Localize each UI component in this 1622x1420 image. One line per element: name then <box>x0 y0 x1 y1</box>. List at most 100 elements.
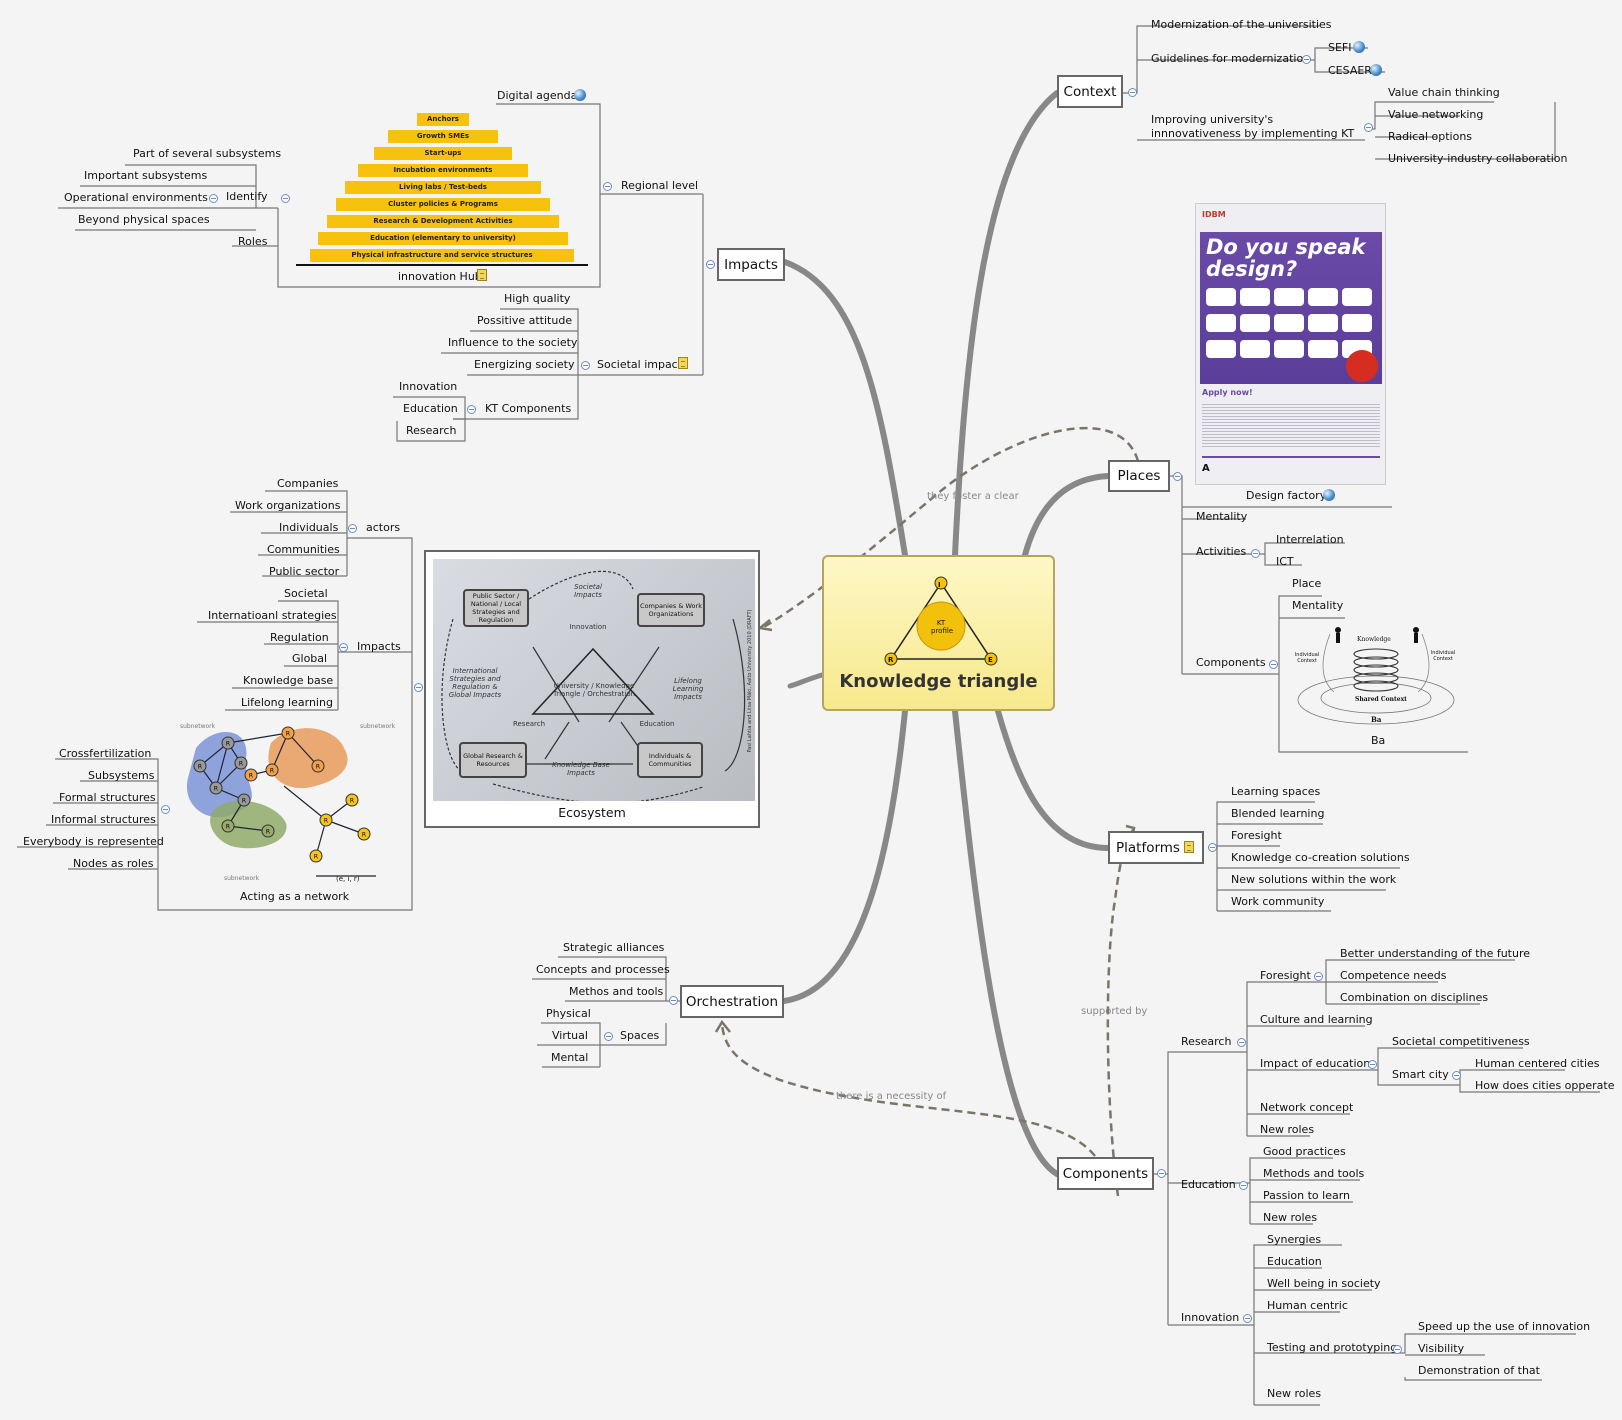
collapse-identify-icon[interactable] <box>209 194 218 203</box>
relation-necessity-label[interactable]: there is a necessity of <box>836 1091 947 1102</box>
topic-identify[interactable]: Identify <box>226 190 268 203</box>
topic-lifelong[interactable]: Lifelong learning <box>241 696 333 709</box>
topic-concepts[interactable]: Concepts and processes <box>536 963 670 976</box>
collapse-kt-components-icon[interactable] <box>467 405 476 414</box>
topic-positive[interactable]: Possitive attitude <box>477 314 573 327</box>
collapse-orchestration-icon[interactable] <box>669 996 678 1005</box>
topic-research[interactable]: Research <box>406 424 457 437</box>
collapse-smart-city-icon[interactable] <box>1452 1071 1461 1080</box>
topic-work-orgs[interactable]: Work organizations <box>235 499 341 512</box>
topic-roles[interactable]: Roles <box>238 235 268 248</box>
ecosystem-topic[interactable]: Public Sector / National / Local Strateg… <box>424 550 760 828</box>
topic-uni-industry[interactable]: University-industry collaboration <box>1388 152 1568 165</box>
collapse-testing-icon[interactable] <box>1393 1345 1402 1354</box>
topic-spaces[interactable]: Spaces <box>620 1029 660 1042</box>
collapse-places-icon[interactable] <box>1173 472 1182 481</box>
topic-operational[interactable]: Operational environments <box>64 191 208 204</box>
topic-comp-foresight[interactable]: Foresight <box>1260 969 1311 982</box>
topic-methods-tools[interactable]: Methods and tools <box>1263 1167 1365 1180</box>
topic-demonstration[interactable]: Demonstration of that <box>1418 1364 1540 1377</box>
topic-ict[interactable]: ICT <box>1276 555 1294 568</box>
topic-platform-foresight[interactable]: Foresight <box>1231 829 1282 842</box>
note-icon[interactable] <box>477 269 487 281</box>
topic-mentality-2[interactable]: Mentality <box>1292 599 1344 612</box>
topic-modernization[interactable]: Modernization of the universities <box>1151 18 1332 31</box>
collapse-improving-icon[interactable] <box>1364 123 1373 132</box>
collapse-innovation-icon[interactable] <box>1243 1314 1252 1323</box>
collapse-education-icon[interactable] <box>1239 1181 1248 1190</box>
topic-human-centric[interactable]: Human centric <box>1267 1299 1348 1312</box>
collapse-impact-education-icon[interactable] <box>1368 1060 1377 1069</box>
topic-comp-education[interactable]: Education <box>1181 1178 1236 1191</box>
topic-smart-city[interactable]: Smart city <box>1392 1068 1449 1081</box>
topic-radical[interactable]: Radical options <box>1388 130 1473 143</box>
topic-societal-comp[interactable]: Societal competitiveness <box>1392 1035 1530 1048</box>
topic-learning-spaces[interactable]: Learning spaces <box>1231 785 1321 798</box>
topic-ba[interactable]: Ba <box>1371 734 1386 747</box>
topic-individuals[interactable]: Individuals <box>279 521 339 534</box>
collapse-impacts-icon[interactable] <box>706 260 715 269</box>
topic-innovation-hub[interactable]: innovation Hub <box>398 270 482 283</box>
topic-work-community[interactable]: Work community <box>1231 895 1325 908</box>
topic-influence[interactable]: Influence to the society <box>448 336 578 349</box>
topic-innovation[interactable]: Innovation <box>399 380 458 393</box>
topic-energizing[interactable]: Energizing society <box>474 358 575 371</box>
topic-cesaer[interactable]: CESAER <box>1328 64 1372 77</box>
topic-nodes-roles[interactable]: Nodes as roles <box>73 857 154 870</box>
topic-visibility[interactable]: Visibility <box>1418 1342 1465 1355</box>
collapse-context-icon[interactable] <box>1128 88 1137 97</box>
topic-blended[interactable]: Blended learning <box>1231 807 1325 820</box>
collapse-foresight-icon[interactable] <box>1314 972 1323 981</box>
topic-better-understanding[interactable]: Better understanding of the future <box>1340 947 1531 960</box>
topic-actors[interactable]: actors <box>366 521 401 534</box>
topic-design-factory[interactable]: Design factory <box>1246 489 1327 502</box>
topic-place[interactable]: Place <box>1292 577 1322 590</box>
topic-eco-impacts[interactable]: Impacts <box>357 640 401 653</box>
topic-acting-network[interactable]: Acting as a network <box>240 890 350 903</box>
branch-orchestration[interactable]: Orchestration <box>680 985 784 1018</box>
topic-societal-impact[interactable]: Societal impact <box>597 358 683 371</box>
topic-sefi[interactable]: SEFI <box>1328 41 1352 54</box>
topic-education[interactable]: Education <box>403 402 458 415</box>
topic-important-subsystems[interactable]: Important subsystems <box>84 169 208 182</box>
collapse-spaces-icon[interactable] <box>604 1032 613 1041</box>
topic-global[interactable]: Global <box>292 652 328 665</box>
topic-international[interactable]: Internatioanl strategies <box>208 609 337 622</box>
topic-high-quality[interactable]: High quality <box>504 292 571 305</box>
topic-value-chain[interactable]: Value chain thinking <box>1388 86 1500 99</box>
topic-new-roles-research[interactable]: New roles <box>1260 1123 1315 1136</box>
topic-comp-research[interactable]: Research <box>1181 1035 1232 1048</box>
branch-components[interactable]: Components <box>1057 1157 1154 1190</box>
topic-testing[interactable]: Testing and prototyping <box>1267 1341 1398 1354</box>
topic-speed-up[interactable]: Speed up the use of innovation <box>1418 1320 1591 1333</box>
collapse-ecosystem-icon[interactable] <box>414 683 423 692</box>
collapse-activities-icon[interactable] <box>1251 549 1260 558</box>
topic-how-does[interactable]: How does cities opperate <box>1475 1079 1615 1092</box>
topic-good-practices[interactable]: Good practices <box>1263 1145 1346 1158</box>
topic-alliances[interactable]: Strategic alliances <box>563 941 665 954</box>
topic-crossfert[interactable]: Crossfertilization <box>59 747 152 760</box>
topic-physical[interactable]: Physical <box>546 1007 591 1020</box>
topic-formal[interactable]: Formal structures <box>59 791 156 804</box>
topic-communities[interactable]: Communities <box>267 543 340 556</box>
topic-places-components[interactable]: Components <box>1196 656 1266 669</box>
topic-impact-education[interactable]: Impact of education <box>1260 1057 1371 1070</box>
topic-public-sector[interactable]: Public sector <box>269 565 340 578</box>
topic-new-solutions[interactable]: New solutions within the work <box>1231 873 1397 886</box>
topic-mental[interactable]: Mental <box>551 1051 589 1064</box>
topic-kt-components[interactable]: KT Components <box>485 402 572 415</box>
collapse-components-icon[interactable] <box>1157 1169 1166 1178</box>
topic-part-of-several[interactable]: Part of several subsystems <box>133 147 282 160</box>
collapse-guidelines-icon[interactable] <box>1302 55 1311 64</box>
topic-everybody[interactable]: Everybody is represented <box>23 835 164 848</box>
collapse-regional-icon[interactable] <box>603 182 612 191</box>
topic-guidelines[interactable]: Guidelines for modernization <box>1151 52 1311 65</box>
topic-education-innovation[interactable]: Education <box>1267 1255 1322 1268</box>
topic-digital-agenda[interactable]: Digital agenda <box>497 89 578 102</box>
topic-comp-innovation[interactable]: Innovation <box>1181 1311 1240 1324</box>
note-icon[interactable] <box>678 357 688 369</box>
collapse-actors-icon[interactable] <box>348 524 357 533</box>
collapse-platforms-icon[interactable] <box>1208 843 1217 852</box>
topic-well-being[interactable]: Well being in society <box>1267 1277 1381 1290</box>
topic-methos[interactable]: Methos and tools <box>569 985 664 998</box>
